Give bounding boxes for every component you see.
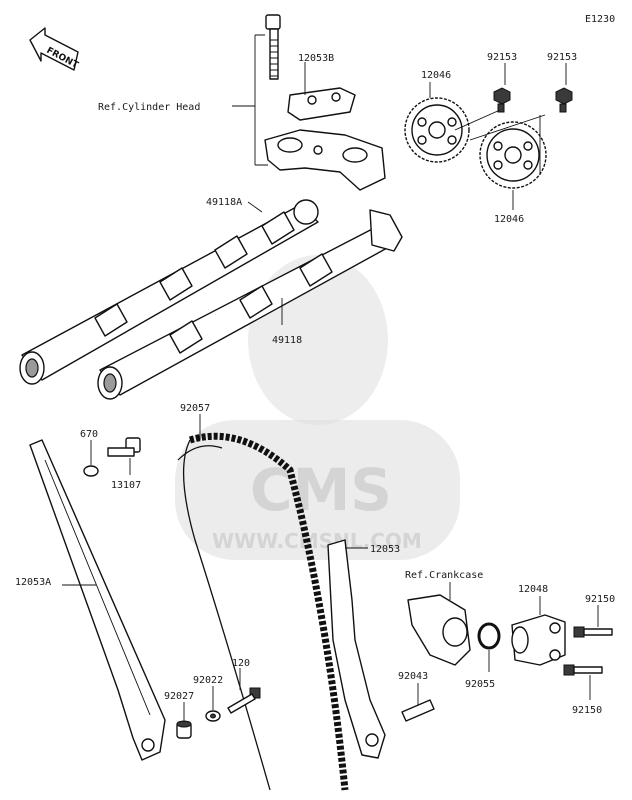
- label-12046-top: 12046: [421, 70, 451, 81]
- label-ref-cylinder-head: Ref.Cylinder Head: [98, 102, 200, 113]
- label-12053B: 12053B: [298, 53, 334, 64]
- crankcase-boss: [407, 594, 471, 666]
- watermark-url: WWW.CMSNL.COM: [212, 529, 422, 553]
- chain-guide-front: [29, 439, 166, 761]
- label-49118A: 49118A: [206, 197, 242, 208]
- collar-92027: [176, 720, 192, 739]
- label-92057: 92057: [180, 403, 210, 414]
- label-92027: 92027: [164, 691, 194, 702]
- label-12046-bottom: 12046: [494, 214, 524, 225]
- label-92153-left: 92153: [487, 52, 517, 63]
- watermark: CMS WWW.CMSNL.COM: [175, 255, 460, 560]
- label-13107: 13107: [111, 480, 141, 491]
- label-92150-lower: 92150: [572, 705, 602, 716]
- tensioner-bolt-13107: [107, 437, 141, 457]
- washer-92022: [205, 710, 221, 722]
- camshaft-intake: [97, 209, 403, 400]
- label-12048: 12048: [518, 584, 548, 595]
- label-92150-upper: 92150: [585, 594, 615, 605]
- label-49118: 49118: [272, 335, 302, 346]
- bolt-120: [227, 687, 261, 714]
- label-92043: 92043: [398, 671, 428, 682]
- sprocket-bolts: [493, 87, 573, 113]
- label-120: 120: [232, 658, 250, 669]
- label-12053: 12053: [370, 544, 400, 555]
- cam-cap-assembly: [264, 14, 386, 191]
- label-ref-crankcase: Ref.Crankcase: [405, 570, 483, 581]
- camshaft-sprocket-2: [479, 121, 547, 189]
- camshaft-sprocket-1: [404, 97, 470, 163]
- label-670: 670: [80, 429, 98, 440]
- chain-guide-rear: [327, 539, 386, 759]
- diagram-code: E1230: [585, 14, 615, 25]
- tensioner-12048: [511, 614, 566, 666]
- bolt-92150-upper: [573, 626, 613, 638]
- label-12053A: 12053A: [15, 577, 51, 588]
- label-92055: 92055: [465, 679, 495, 690]
- camshaft-exhaust: [19, 199, 319, 385]
- front-arrow-icon: FRONT: [29, 27, 80, 71]
- cam-chain: [177, 432, 349, 791]
- watermark-brand: CMS: [250, 456, 392, 524]
- pin-92043: [401, 699, 435, 722]
- bolt-92150-lower: [563, 664, 603, 676]
- label-92022: 92022: [193, 675, 223, 686]
- gasket-92055: [477, 622, 501, 650]
- o-ring-670: [83, 465, 99, 477]
- label-92153-right: 92153: [547, 52, 577, 63]
